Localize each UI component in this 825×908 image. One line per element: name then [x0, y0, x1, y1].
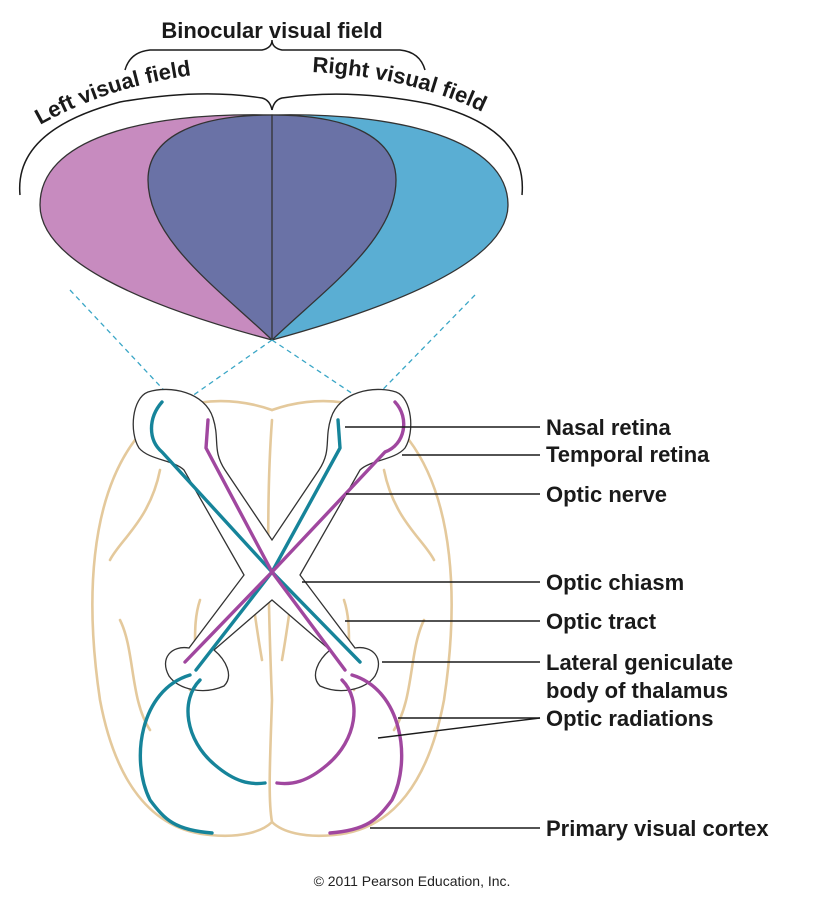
lgn-label-line2: body of thalamus — [546, 678, 728, 703]
optic-chiasm-label: Optic chiasm — [546, 570, 684, 595]
leader-lines — [302, 426, 541, 829]
right-field-bracket — [271, 93, 524, 196]
binocular-bracket — [124, 39, 426, 71]
optic-nerve-label: Optic nerve — [546, 482, 667, 507]
left-field-bracket — [18, 93, 273, 196]
structure-labels: Nasal retina Temporal retina Optic nerve… — [546, 415, 769, 841]
optic-radiations-leader-2 — [377, 717, 541, 739]
optic-tract-label: Optic tract — [546, 609, 657, 634]
pathway-outline — [132, 388, 412, 692]
lgn-label-line1: Lateral geniculate — [546, 650, 733, 675]
left-visual-field-label: Left visual field — [30, 55, 192, 129]
copyright-notice: © 2011 Pearson Education, Inc. — [314, 873, 511, 889]
field-brackets — [18, 39, 524, 196]
nasal-retina-label: Nasal retina — [546, 415, 671, 440]
visual-field-graphic — [39, 114, 509, 341]
optic-radiations-label: Optic radiations — [546, 706, 713, 731]
temporal-retina-label: Temporal retina — [546, 442, 710, 467]
primary-visual-cortex-label: Primary visual cortex — [546, 816, 769, 841]
binocular-visual-field-label: Binocular visual field — [161, 18, 382, 43]
teal-pathway — [138, 400, 362, 835]
brain-outline — [91, 399, 453, 838]
right-visual-field-label: Right visual field — [312, 52, 491, 116]
purple-pathway — [183, 400, 406, 835]
